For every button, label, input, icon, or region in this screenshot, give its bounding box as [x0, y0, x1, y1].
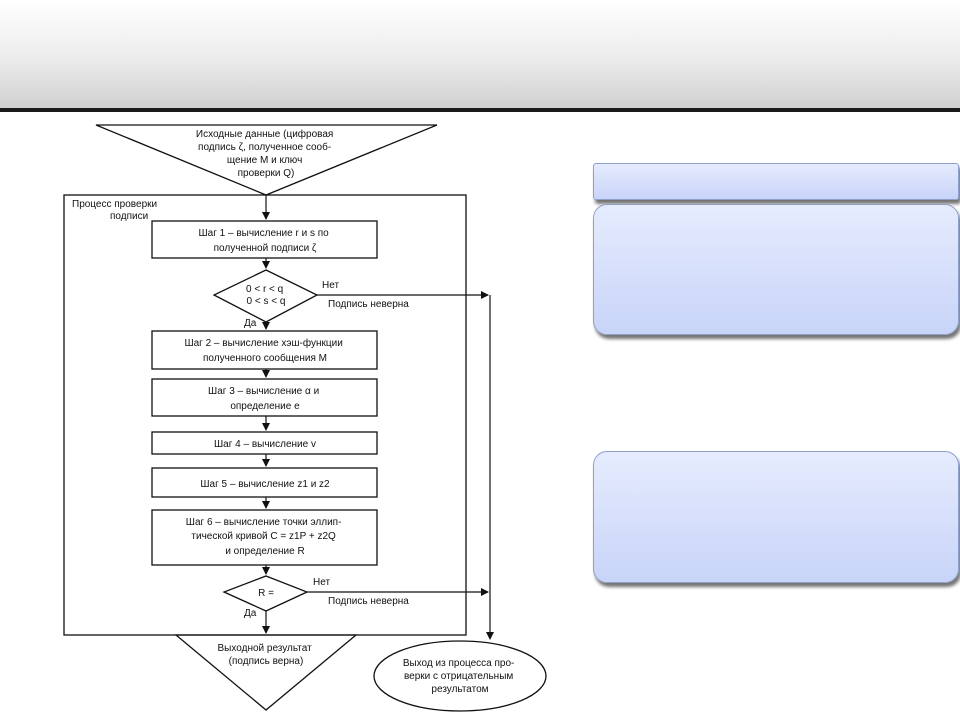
- check1-text: 0 < r < q 0 < s < q: [246, 284, 286, 307]
- step6-box: [151, 509, 378, 566]
- step2-text: Шаг 2 – вычисление хэш-функции полученно…: [184, 337, 345, 364]
- process-frame: [63, 194, 467, 636]
- side-panel-bar: [593, 163, 959, 200]
- step6-text: Шаг 6 – вычисление точки эллип- тической…: [186, 517, 344, 557]
- check2-invalid-label: Подпись неверна: [328, 596, 409, 607]
- step3-text: Шаг 3 – вычисление α и определение e: [208, 386, 322, 412]
- check2-no-label: Нет: [313, 577, 330, 588]
- step4-text: Шаг 4 – вычисление v: [214, 439, 316, 450]
- title-bar: [0, 0, 960, 112]
- input-data-shape: [95, 124, 438, 196]
- side-panel-box-1: [593, 204, 959, 335]
- check1-invalid-label: Подпись неверна: [328, 299, 409, 310]
- step1-box: [151, 220, 378, 259]
- output-text: Выходной результат (подпись верна): [218, 643, 315, 667]
- exit-negative-text: Выход из процесса про- верки с отрицател…: [403, 658, 517, 695]
- step3-box: [151, 378, 378, 417]
- step5-text: Шаг 5 – вычисление z1 и z2: [200, 479, 330, 490]
- check1-yes-label: Да: [244, 318, 257, 329]
- exit-negative-ellipse: [373, 640, 547, 712]
- input-data-text: Исходные данные (цифровая подпись ζ, пол…: [196, 128, 336, 179]
- check2-text: R =: [258, 588, 274, 599]
- output-shape: [174, 634, 358, 711]
- step1-text: Шаг 1 – вычисление r и s по полученной п…: [199, 228, 332, 254]
- side-panel-box-2: [593, 451, 959, 583]
- check1-no-label: Нет: [322, 280, 339, 291]
- step5-box: [151, 467, 378, 498]
- process-label: Процесс проверки подписи: [72, 199, 160, 222]
- check2-yes-label: Да: [244, 608, 257, 619]
- step2-box: [151, 330, 378, 370]
- step4-box: [151, 431, 378, 455]
